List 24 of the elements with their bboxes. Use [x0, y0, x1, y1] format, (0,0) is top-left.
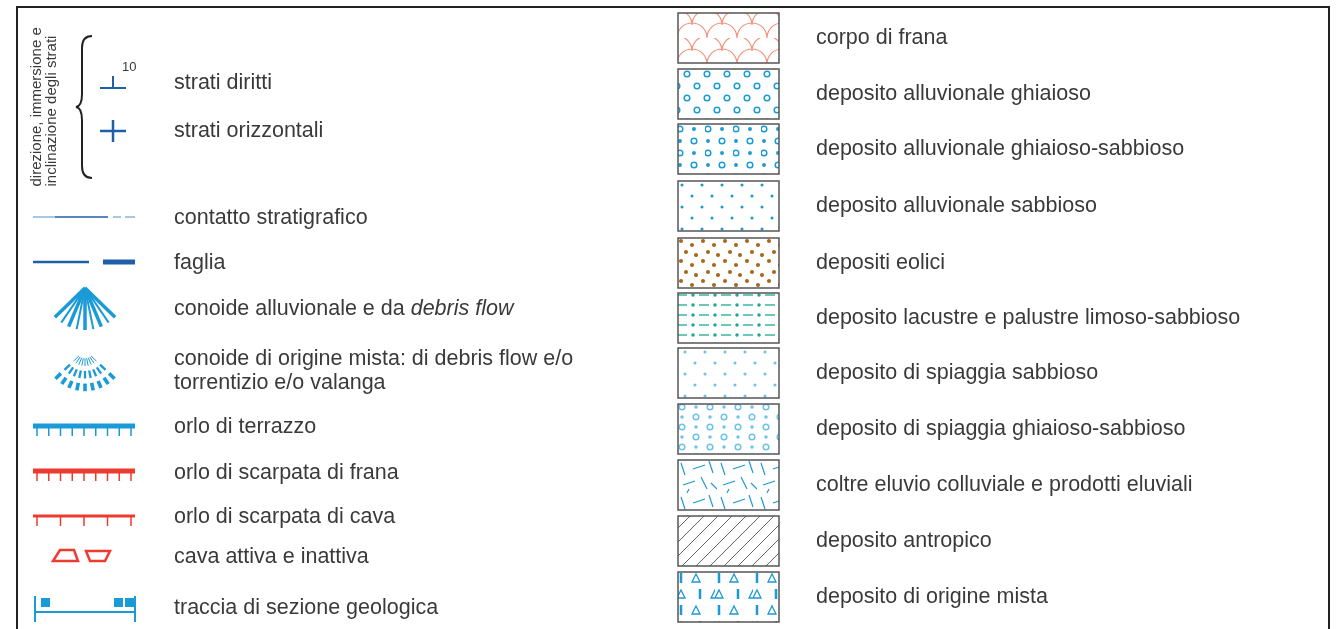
- legend-text: conoide di origine mista: di debris flow e/o torrentizio e/o valanga: [174, 346, 575, 394]
- legend-text: coltre eluvio colluviale e prodotti eluviali: [816, 472, 1193, 496]
- legend-text: deposito lacustre e palustre limoso-sabbioso: [816, 305, 1241, 329]
- legend-text: orlo di terrazzo: [174, 414, 317, 438]
- legend-text: deposito di spiaggia ghiaioso-sabbioso: [816, 416, 1186, 440]
- legend-text: contatto stratigrafico: [174, 205, 368, 229]
- legend-text: faglia: [174, 250, 226, 274]
- legend-text: strati diritti: [174, 70, 272, 94]
- legend-text: strati orizzontali: [174, 118, 324, 142]
- legend-text: traccia di sezione geologica: [174, 595, 439, 619]
- legend-text: depositi eolici: [816, 250, 946, 274]
- legend-text: deposito alluvionale ghiaioso-sabbioso: [816, 136, 1185, 160]
- legend-text: deposito alluvionale sabbioso: [816, 193, 1097, 217]
- legend-text: deposito di spiaggia sabbioso: [816, 360, 1099, 384]
- rotated-label: direzione, immersione e inclinazione degli strati: [27, 26, 58, 187]
- legend-text: corpo di frana: [816, 25, 948, 49]
- legend-text: conoide alluvionale e da debris flow: [174, 296, 514, 320]
- dip-value: 10: [122, 60, 137, 74]
- legend-text: deposito di origine mista: [816, 584, 1048, 608]
- legend-text: cava attiva e inattiva: [174, 544, 369, 568]
- legend-text: deposito antropico: [816, 528, 992, 552]
- legend-text: orlo di scarpata di frana: [174, 460, 399, 484]
- legend-text: deposito alluvionale ghiaioso: [816, 81, 1091, 105]
- legend-text: orlo di scarpata di cava: [174, 504, 396, 528]
